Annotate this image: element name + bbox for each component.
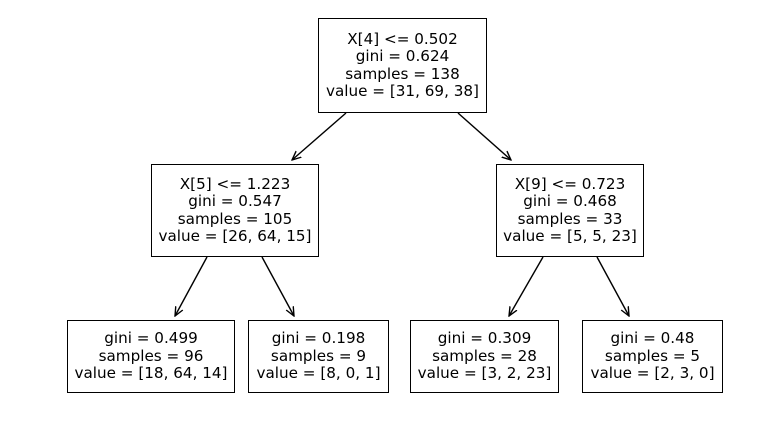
node-split-rule: X[9] <= 0.723 xyxy=(514,174,626,193)
tree-leaf-right-right: gini = 0.48 samples = 5 value = [2, 3, 0… xyxy=(582,320,723,393)
node-value: value = [5, 5, 23] xyxy=(503,227,637,245)
tree-node-root: X[4] <= 0.502 gini = 0.624 samples = 138… xyxy=(318,18,487,113)
node-value: value = [2, 3, 0] xyxy=(590,364,715,383)
node-value: value = [3, 2, 23] xyxy=(417,364,552,383)
node-value: value = [26, 64, 15] xyxy=(158,227,312,245)
node-samples: samples = 28 xyxy=(432,346,537,365)
edge-root-right xyxy=(457,112,511,160)
node-value: value = [18, 64, 14] xyxy=(74,364,228,383)
edge-right-left xyxy=(509,256,544,316)
node-samples: samples = 5 xyxy=(604,346,701,365)
node-split-rule: X[5] <= 1.223 xyxy=(179,174,291,193)
node-samples: samples = 105 xyxy=(177,209,293,228)
tree-node-left: X[5] <= 1.223 gini = 0.547 samples = 105… xyxy=(151,164,319,257)
node-gini: gini = 0.547 xyxy=(188,192,282,210)
node-samples: samples = 9 xyxy=(270,346,367,365)
node-gini: gini = 0.198 xyxy=(271,329,366,348)
tree-node-right: X[9] <= 0.723 gini = 0.468 samples = 33 … xyxy=(496,164,644,257)
node-gini: gini = 0.499 xyxy=(104,329,198,348)
node-gini: gini = 0.468 xyxy=(523,192,617,210)
edge-root-left xyxy=(292,112,347,160)
tree-leaf-left-right: gini = 0.198 samples = 9 value = [8, 0, … xyxy=(248,320,389,393)
edge-left-right xyxy=(261,256,294,316)
node-gini: gini = 0.309 xyxy=(437,329,532,348)
tree-leaf-right-left: gini = 0.309 samples = 28 value = [3, 2,… xyxy=(410,320,559,393)
edge-right-right xyxy=(596,256,629,316)
node-samples: samples = 96 xyxy=(98,346,204,365)
node-gini: gini = 0.48 xyxy=(610,329,695,348)
tree-leaf-left-left: gini = 0.499 samples = 96 value = [18, 6… xyxy=(67,320,235,393)
node-split-rule: X[4] <= 0.502 xyxy=(347,29,458,48)
node-value: value = [8, 0, 1] xyxy=(256,364,381,383)
node-samples: samples = 138 xyxy=(345,64,460,83)
node-samples: samples = 33 xyxy=(517,209,623,228)
edge-left-left xyxy=(175,256,208,316)
node-value: value = [31, 69, 38] xyxy=(325,82,479,100)
node-gini: gini = 0.624 xyxy=(355,47,450,65)
